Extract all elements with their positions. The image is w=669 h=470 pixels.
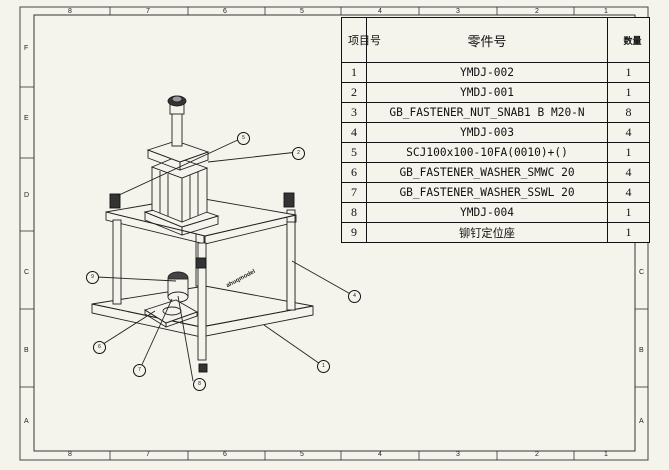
- zone-top-7: 7: [146, 8, 150, 15]
- bom-part: GB_FASTENER_WASHER_SMWC 20: [366, 162, 608, 183]
- bom-part: GB_FASTENER_NUT_SNAB1 B M20-N: [366, 102, 608, 123]
- zone-bottom-4: 4: [378, 451, 382, 458]
- bom-part: YMDJ-001: [366, 82, 608, 103]
- bom-item: 9: [341, 222, 367, 243]
- bom-part: YMDJ-004: [366, 202, 608, 223]
- balloon-5: 5: [237, 132, 250, 145]
- bom-header-part: 零件号: [366, 17, 608, 63]
- zone-left-A: A: [24, 418, 29, 425]
- zone-left-E: E: [24, 115, 29, 122]
- balloon-1: 1: [317, 360, 330, 373]
- pillar-front-right: [197, 242, 207, 361]
- bom-part: GB_FASTENER_WASHER_SSWL 20: [366, 182, 608, 203]
- bom-qty: 1: [607, 142, 650, 163]
- zone-top-2: 2: [535, 8, 539, 15]
- bom-qty: 1: [607, 202, 650, 223]
- nut-front-center: [195, 257, 207, 269]
- zone-top-8: 8: [68, 8, 72, 15]
- zone-top-5: 5: [300, 8, 304, 15]
- zone-top-3: 3: [456, 8, 460, 15]
- balloon-7: 7: [133, 364, 146, 377]
- zone-bottom-8: 8: [68, 451, 72, 458]
- zone-top-6: 6: [223, 8, 227, 15]
- bom-qty: 4: [607, 162, 650, 183]
- zone-top-1: 1: [604, 8, 608, 15]
- bom-item: 7: [341, 182, 367, 203]
- bom-qty: 1: [607, 82, 650, 103]
- nut-front-left: [109, 193, 121, 209]
- bom-qty: 8: [607, 102, 650, 123]
- pillar-front-left: [112, 219, 122, 305]
- balloon-9: 9: [86, 271, 99, 284]
- bom-qty: 4: [607, 122, 650, 143]
- zone-left-D: D: [24, 192, 30, 199]
- zone-bottom-2: 2: [535, 451, 539, 458]
- zone-left-C: C: [24, 269, 30, 276]
- bom-item: 3: [341, 102, 367, 123]
- bom-item: 8: [341, 202, 367, 223]
- balloon-8: 8: [193, 378, 206, 391]
- bom-part: SCJ100x100-10FA(0010)+(): [366, 142, 608, 163]
- bom-part: 铆钉定位座: [366, 222, 608, 243]
- press-assembly: [91, 95, 355, 382]
- balloon-6: 6: [93, 341, 106, 354]
- bom-qty: 1: [607, 62, 650, 83]
- bom-qty: 4: [607, 182, 650, 203]
- zone-left-F: F: [24, 45, 29, 52]
- bom-item: 2: [341, 82, 367, 103]
- zone-left-B: B: [24, 347, 29, 354]
- bom-header-item: 项目号: [341, 17, 381, 63]
- balloon-2: 2: [292, 147, 305, 160]
- zone-top-4: 4: [378, 8, 382, 15]
- balloon-4: 4: [348, 290, 361, 303]
- zone-right-B: B: [639, 347, 644, 354]
- bom-part: YMDJ-003: [366, 122, 608, 143]
- bom-part: YMDJ-002: [366, 62, 608, 83]
- nut-rear-right: [283, 192, 295, 208]
- zone-right-C: C: [639, 269, 645, 276]
- bom-item: 5: [341, 142, 367, 163]
- bom-item: 1: [341, 62, 367, 83]
- zone-bottom-5: 5: [300, 451, 304, 458]
- bom-qty: 1: [607, 222, 650, 243]
- piston-rod: [171, 111, 183, 147]
- zone-bottom-1: 1: [604, 451, 608, 458]
- bom-item: 6: [341, 162, 367, 183]
- bom-item: 4: [341, 122, 367, 143]
- zone-right-A: A: [639, 418, 644, 425]
- bom-header-qty: 数量: [607, 17, 650, 63]
- bom-header-row: 项目号 零件号 数量: [341, 17, 650, 63]
- zone-bottom-3: 3: [456, 451, 460, 458]
- nut-front-right: [198, 363, 208, 373]
- zone-bottom-6: 6: [223, 451, 227, 458]
- zone-bottom-7: 7: [146, 451, 150, 458]
